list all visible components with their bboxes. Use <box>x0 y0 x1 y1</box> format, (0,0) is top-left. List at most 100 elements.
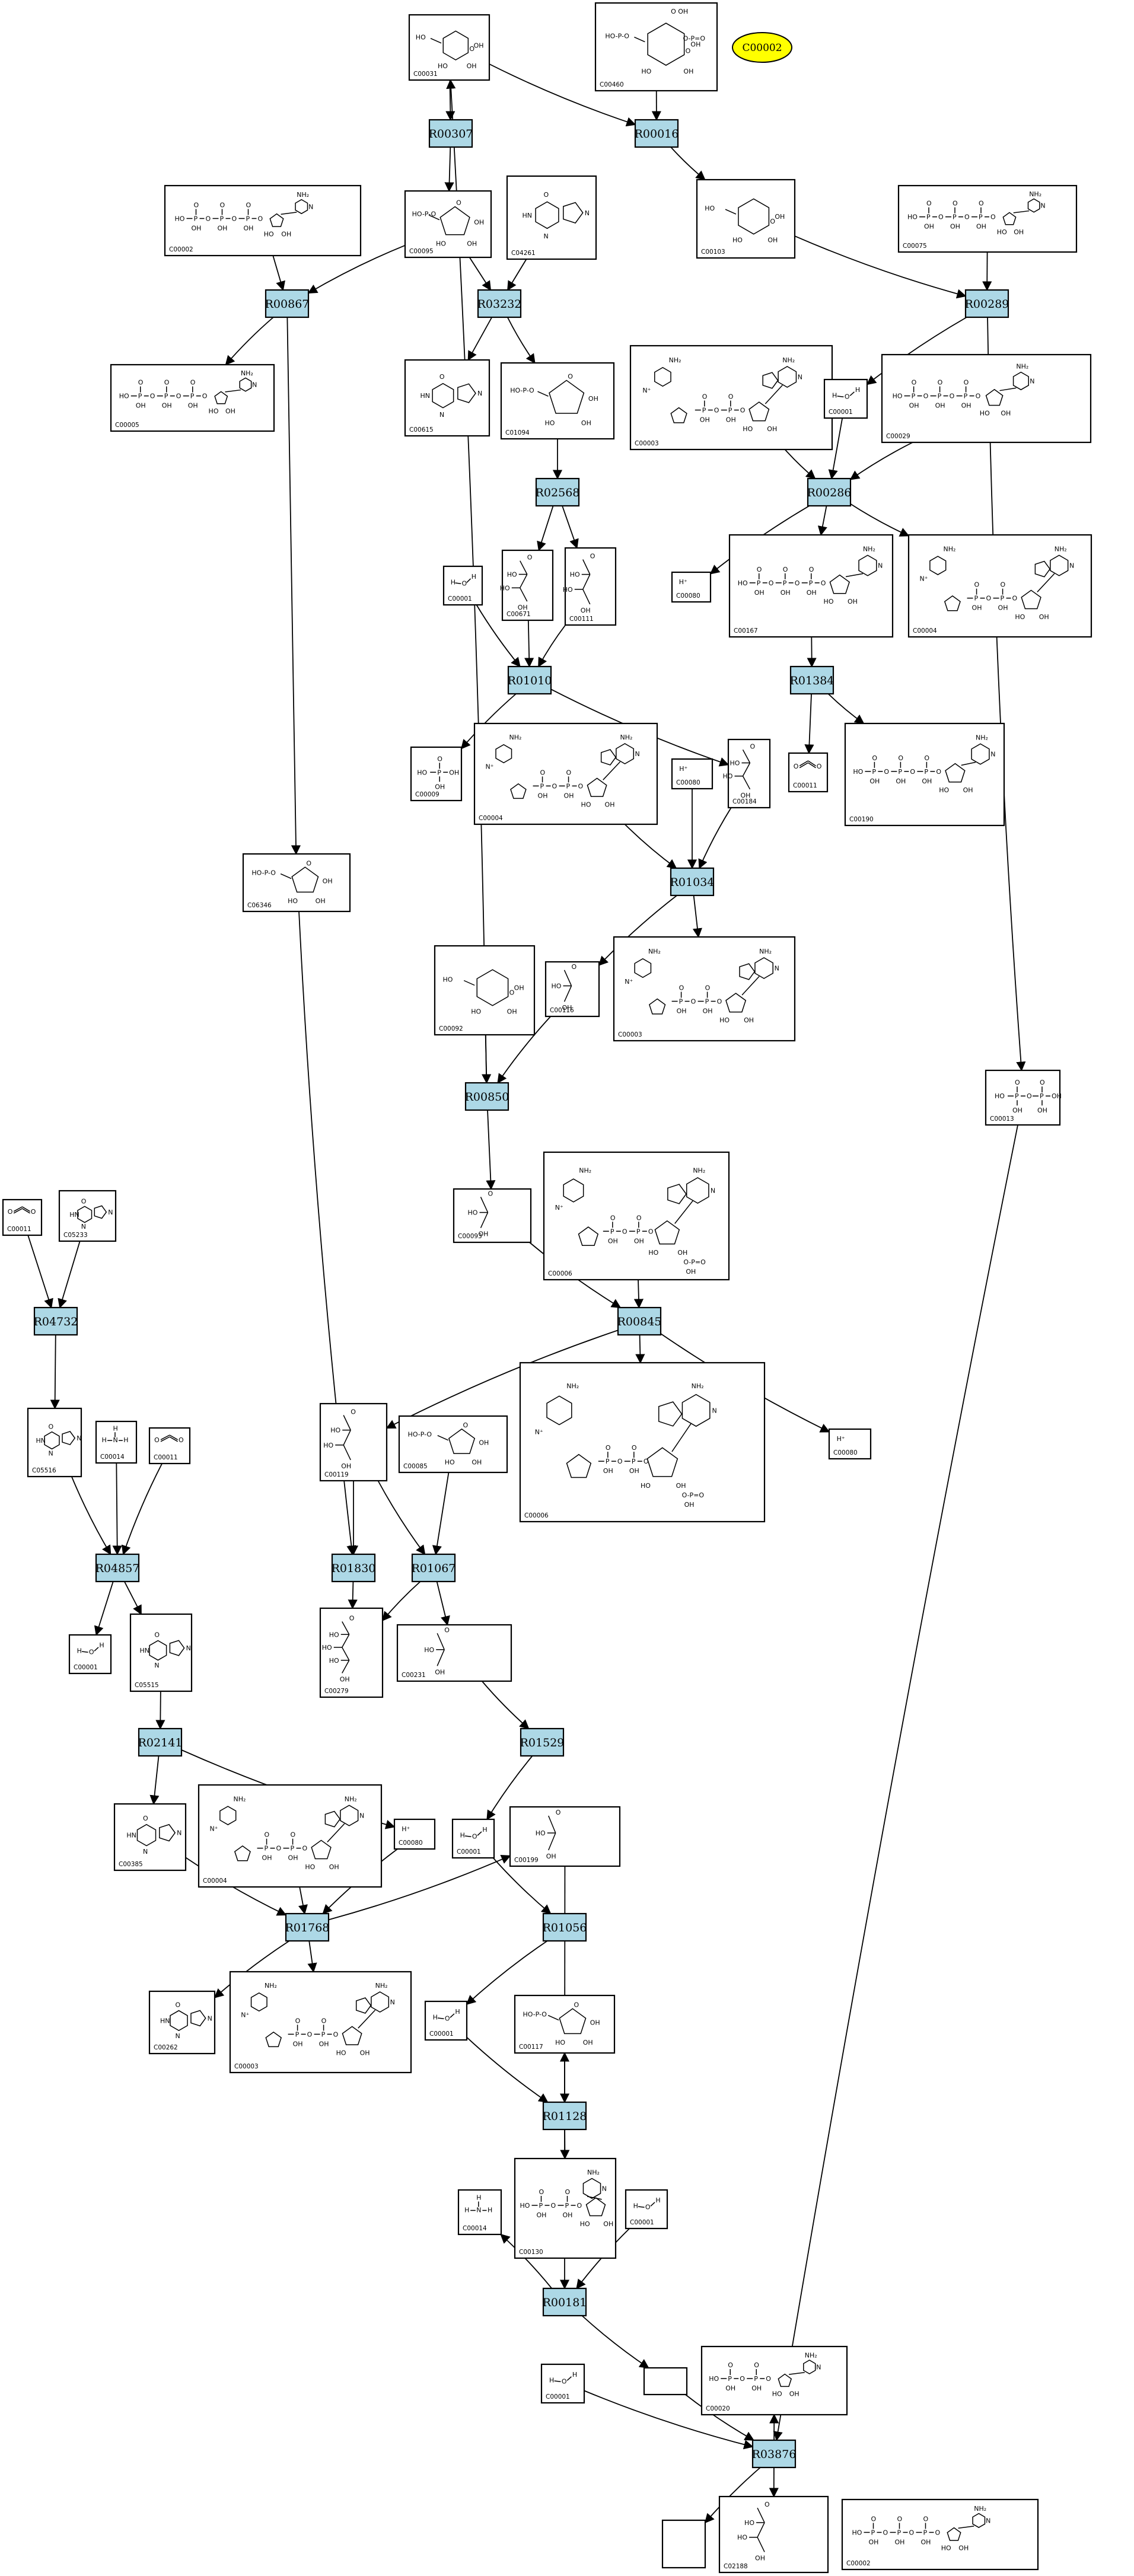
atom-label: O <box>740 2375 745 2383</box>
reaction-node[interactable]: R00307 <box>429 119 473 148</box>
compound-node[interactable]: H⁺C00080 <box>828 1428 872 1460</box>
reaction-id: R00286 <box>807 486 852 499</box>
reaction-node[interactable]: R00850 <box>465 1082 509 1111</box>
compound-node[interactable] <box>643 2367 688 2396</box>
reaction-node[interactable]: R00016 <box>635 119 679 148</box>
reaction-node[interactable]: R01768 <box>285 1912 330 1942</box>
compound-box <box>319 1402 388 1482</box>
reaction-node[interactable]: R04857 <box>95 1553 140 1583</box>
reaction-node[interactable]: R03232 <box>477 289 522 318</box>
reaction-node[interactable]: R02568 <box>536 477 580 507</box>
reaction-node[interactable]: R01830 <box>332 1553 376 1583</box>
compound-node[interactable]: C00002 <box>732 32 792 63</box>
atom-label: O <box>572 963 577 971</box>
reaction-node[interactable]: R00289 <box>965 289 1009 318</box>
reaction-node[interactable]: R00867 <box>265 289 310 318</box>
reaction-node[interactable]: R04732 <box>34 1306 78 1336</box>
reaction-node[interactable]: R01067 <box>412 1553 456 1583</box>
bond-line <box>671 1423 692 1452</box>
compound-node[interactable]: H⁺C00080 <box>671 758 713 790</box>
reaction-node[interactable]: R00181 <box>543 2287 587 2317</box>
compound-node[interactable] <box>661 2519 706 2569</box>
reaction-node[interactable]: R01010 <box>508 665 552 695</box>
bond-line <box>169 1434 178 1440</box>
atom-label: O <box>220 201 225 209</box>
compound-node[interactable]: H⁺C00080 <box>671 571 712 603</box>
reaction-node[interactable]: R01034 <box>670 867 715 897</box>
reaction-node[interactable]: R02141 <box>138 1727 183 1757</box>
reaction-node[interactable]: R03876 <box>752 2439 797 2469</box>
structure-sketch: H⁺ <box>679 765 687 773</box>
compound-node[interactable]: H⁺C00080 <box>393 1818 436 1850</box>
reaction-node[interactable]: R01384 <box>790 665 834 695</box>
reaction-node[interactable]: R01529 <box>520 1727 565 1757</box>
atom-label: O <box>456 199 461 207</box>
reaction-node[interactable]: R01128 <box>543 2101 587 2131</box>
reaction-node[interactable]: R00845 <box>617 1306 662 1336</box>
reaction-node[interactable]: R00286 <box>807 477 852 507</box>
reaction-node[interactable]: R01056 <box>543 1912 587 1942</box>
pathway-edge <box>581 2315 649 2368</box>
